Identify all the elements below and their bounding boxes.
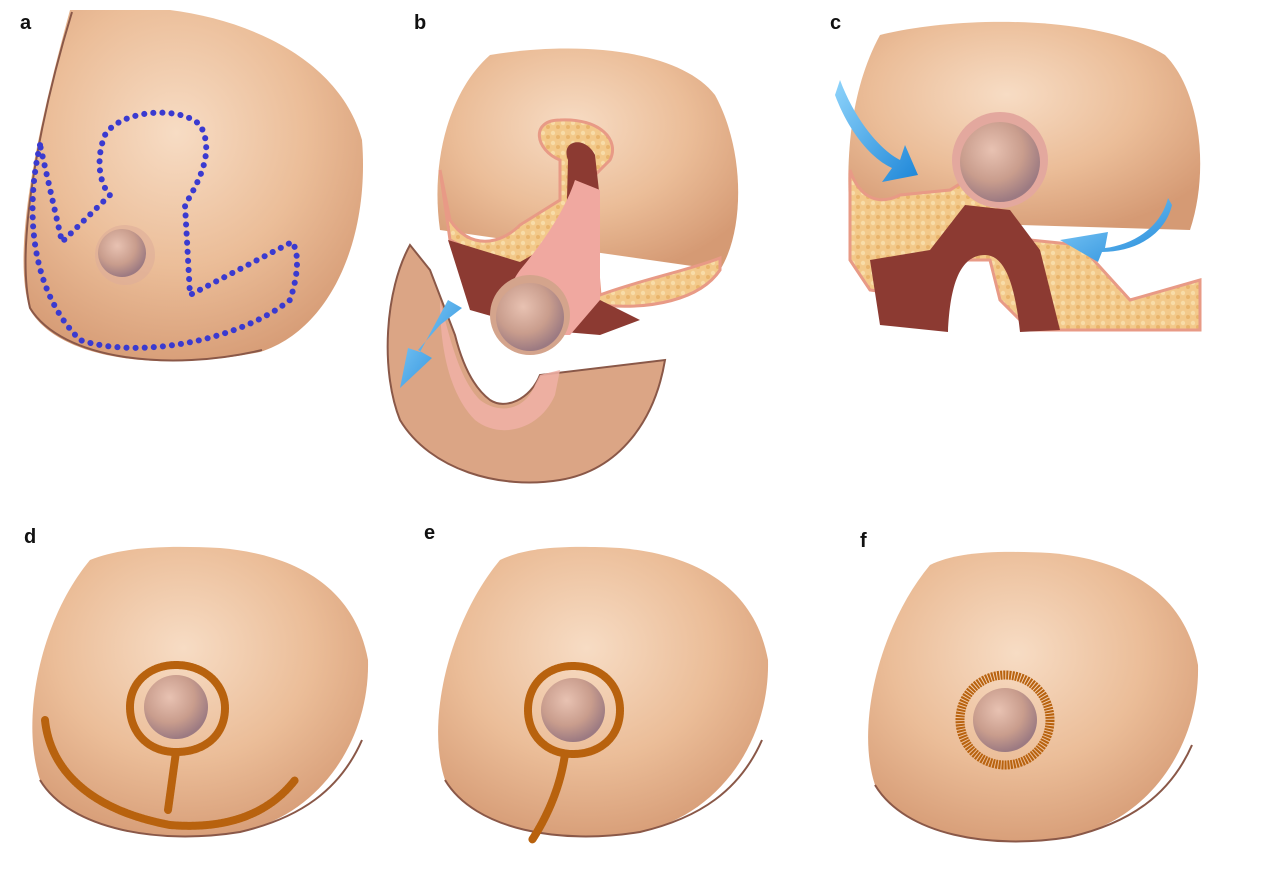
breast-d-contour [39, 739, 363, 838]
breast-e [438, 546, 769, 837]
nipple-c [960, 122, 1040, 202]
blue-arrow-icon [400, 300, 462, 388]
breast-a-contour [24, 11, 263, 362]
dotted-incision-marking [29, 109, 300, 351]
blue-arrow-right-icon [1060, 198, 1172, 262]
blue-arrow-left-icon [835, 80, 918, 182]
breast-f [868, 551, 1199, 842]
panel-f [868, 551, 1199, 843]
scar-inverted-t [41, 660, 299, 830]
resected-tissue-b [386, 243, 667, 484]
panel-label-b: b [414, 12, 427, 34]
panel-label-d: d [24, 526, 37, 548]
panel-c [835, 21, 1202, 332]
panel-e [438, 546, 769, 844]
panel-a [23, 10, 364, 362]
panel-d [32, 546, 369, 838]
resected-dermis-b [440, 300, 560, 431]
scar-periareolar [955, 670, 1055, 770]
breast-f-contour [874, 744, 1193, 843]
muscle-c [870, 205, 1060, 332]
scar-vertical [523, 661, 625, 844]
nipple-d [144, 675, 208, 739]
panel-label-e: e [424, 522, 436, 544]
nipple-f [973, 688, 1037, 752]
nipple-a [98, 229, 146, 277]
breast-a [23, 10, 364, 362]
nipple-e [541, 678, 605, 742]
panel-b [386, 48, 739, 484]
panel-label-f: f [860, 530, 867, 552]
panel-label-a: a [20, 12, 32, 34]
nipple-b [496, 283, 564, 351]
panel-label-c: c [830, 12, 842, 34]
breast-e-contour [444, 739, 763, 838]
